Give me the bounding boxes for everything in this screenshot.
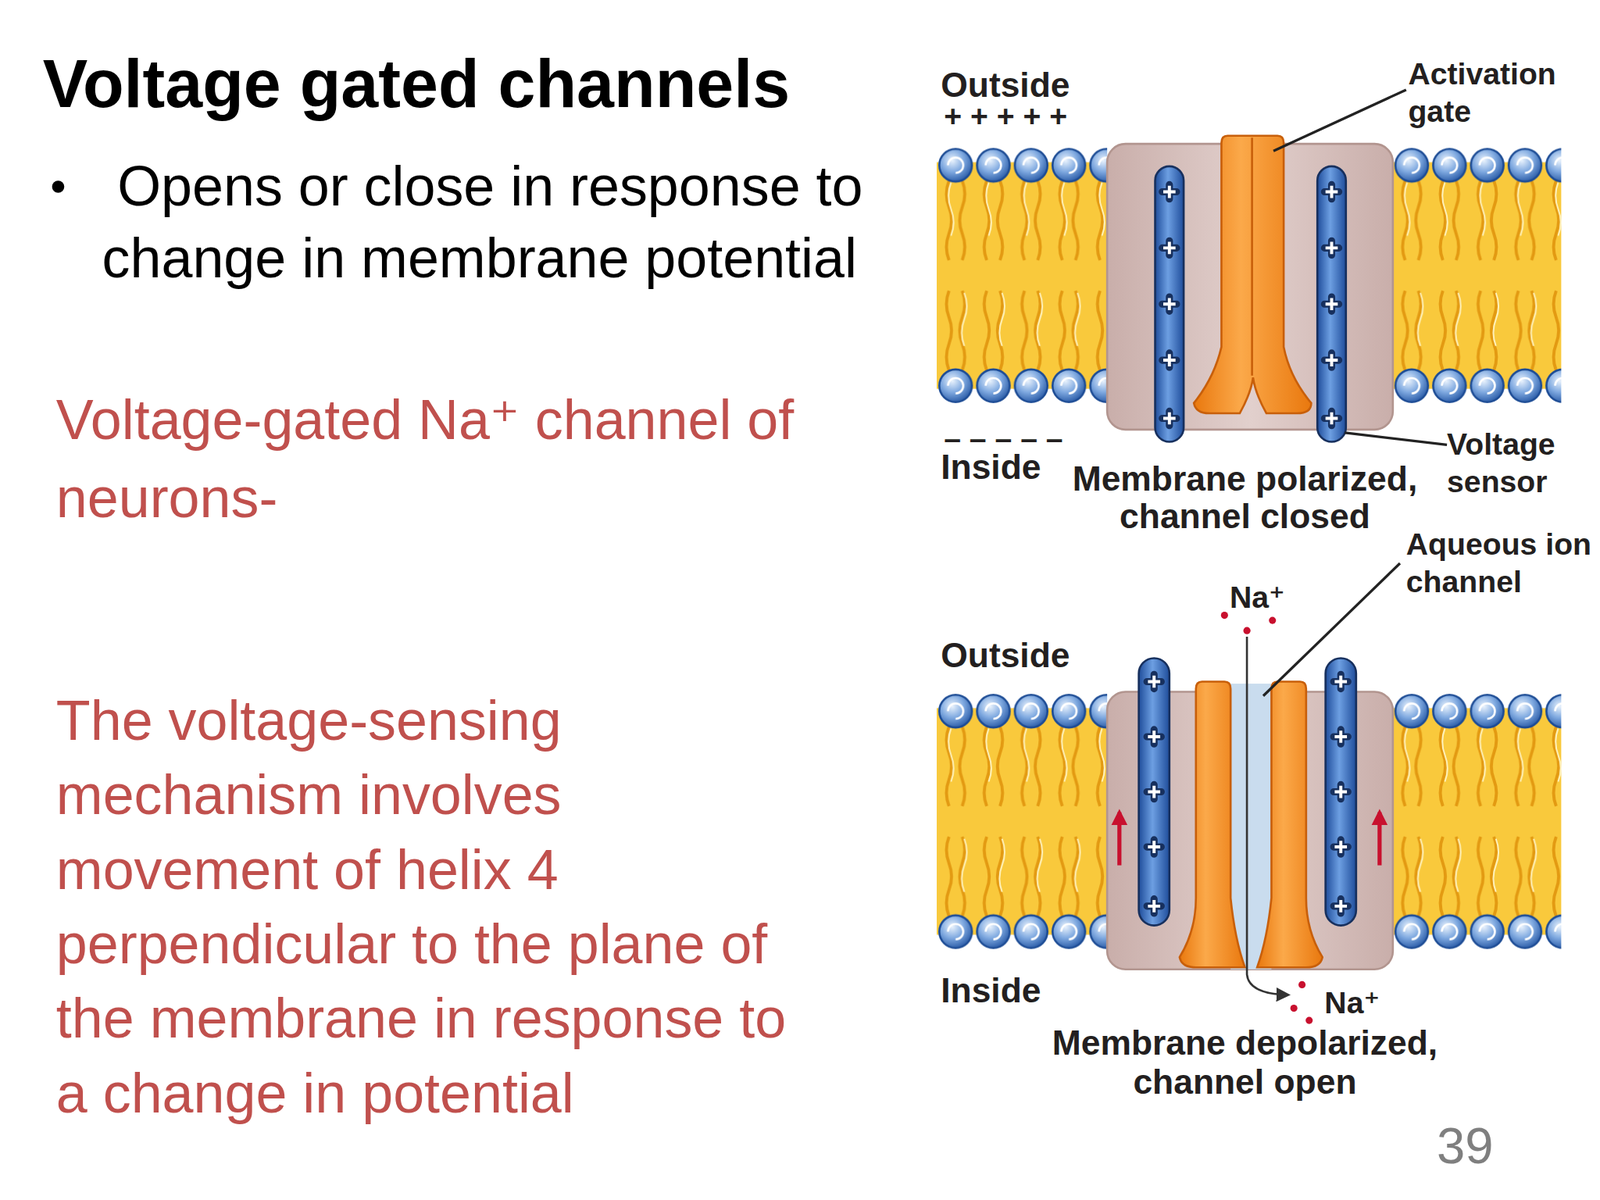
voltage-sensor-helix bbox=[1155, 166, 1185, 443]
side-label: Outside bbox=[940, 65, 1145, 105]
activation-gate bbox=[1257, 681, 1323, 968]
side-label: Outside bbox=[940, 635, 1145, 675]
voltage-sensor-helix bbox=[1325, 657, 1357, 925]
side-label: Inside bbox=[940, 971, 1145, 1011]
subheading: Voltage-gated Na⁺ channel of neurons- bbox=[56, 381, 873, 537]
slide-title: Voltage gated channels bbox=[42, 42, 1064, 125]
ion-label: Na⁺ bbox=[1324, 984, 1396, 1022]
ion-label: Na⁺ bbox=[1229, 578, 1301, 616]
bullet-dot bbox=[52, 180, 65, 193]
activation-gate bbox=[1193, 135, 1311, 414]
body-note: The voltage-sensing mechanism involves m… bbox=[56, 683, 817, 1131]
panel-caption: Membrane depolarized, channel open bbox=[1030, 1023, 1460, 1101]
charge-signs: + + + + + bbox=[943, 97, 1148, 135]
callout-label: Activation gate bbox=[1407, 55, 1582, 132]
gate-seam bbox=[1250, 137, 1254, 375]
open-channel bbox=[936, 563, 1561, 1025]
activation-gate bbox=[1179, 681, 1246, 968]
aqueous-pore bbox=[1230, 683, 1272, 970]
lipid-bilayer bbox=[1392, 147, 1562, 404]
movement-arrow bbox=[1117, 812, 1122, 866]
lipid-bilayer bbox=[936, 693, 1108, 950]
sodium-ions bbox=[1221, 611, 1314, 1025]
closed-channel bbox=[936, 89, 1561, 446]
callout-label: Aqueous ion channel bbox=[1406, 525, 1599, 602]
lipid-bilayer bbox=[1392, 693, 1562, 950]
lipid-bilayer bbox=[936, 147, 1108, 404]
movement-arrow bbox=[1377, 812, 1382, 866]
leader-line bbox=[1344, 432, 1447, 446]
voltage-sensor-helix bbox=[1317, 166, 1347, 443]
panel-caption: Membrane polarized, channel closed bbox=[1050, 460, 1439, 536]
callout-label: Voltage sensor bbox=[1446, 425, 1585, 502]
voltage-sensor-helix bbox=[1139, 657, 1170, 925]
bullet-text: Opens or close in response to change in … bbox=[102, 150, 919, 294]
leader-line bbox=[1273, 89, 1407, 151]
page-number: 39 bbox=[1436, 1115, 1529, 1177]
